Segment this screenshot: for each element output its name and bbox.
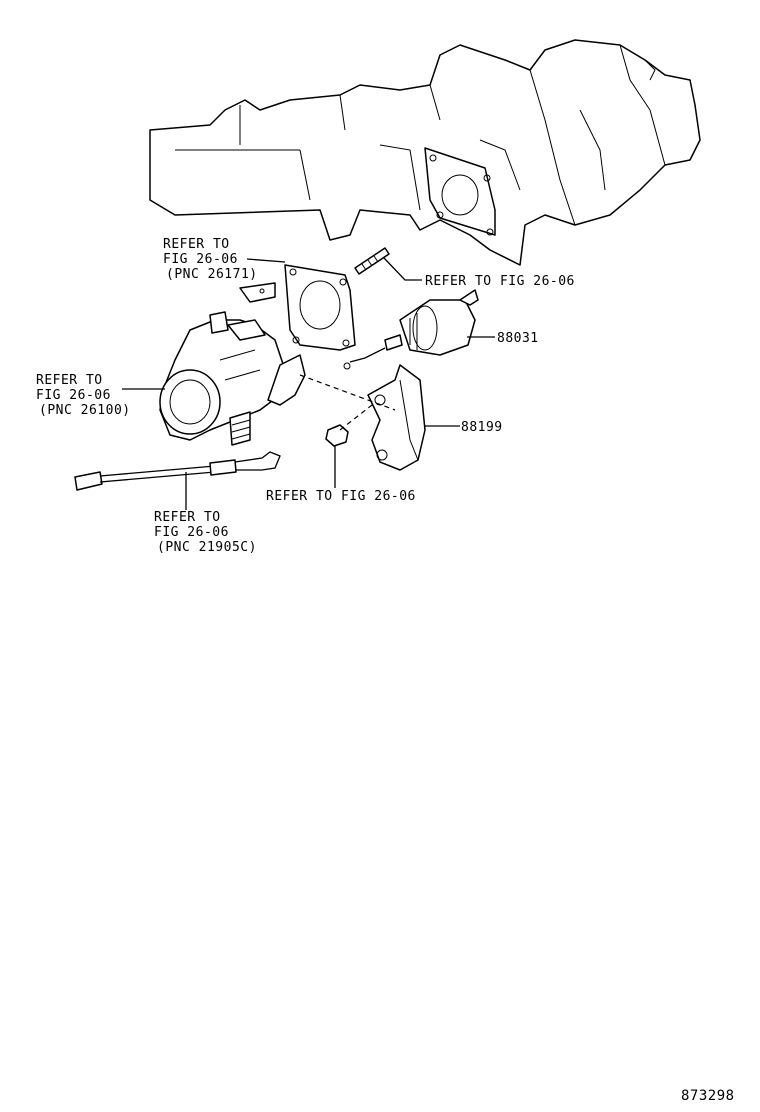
throttle-opener-actuator [343, 289, 479, 370]
gasket-ref-line1: REFER TO [163, 237, 230, 252]
part-88031-label: 88031 [497, 331, 539, 346]
throttle-body [159, 282, 306, 446]
leader-gasket [246, 258, 286, 263]
leader-stud [383, 257, 422, 281]
bracket [367, 364, 426, 471]
part-88199-label: 88199 [461, 420, 503, 435]
cable-ref-line2: FIG 26-06 [154, 525, 229, 540]
cable-ref-line1: REFER TO [154, 510, 221, 525]
throttle-ref-line3: (PNC 26100) [39, 403, 131, 418]
nut-ref-label: REFER TO FIG 26-06 [266, 489, 416, 504]
gasket-ref-line2: FIG 26-06 [163, 252, 238, 267]
throttle-ref-line2: FIG 26-06 [36, 388, 111, 403]
cable-ref-line3: (PNC 21905C) [157, 540, 257, 555]
stud-bolt [354, 247, 390, 275]
nut [325, 424, 349, 447]
intake-manifold [149, 39, 701, 266]
assembly-line [339, 404, 373, 431]
gasket-ref-line3: (PNC 26171) [166, 267, 258, 282]
throttle-ref-line1: REFER TO [36, 373, 103, 388]
figure-number: 873298 [681, 1088, 735, 1104]
gasket [284, 264, 356, 351]
assembly-line [299, 374, 396, 411]
throttle-cable [74, 451, 281, 491]
stud-ref-label: REFER TO FIG 26-06 [425, 274, 575, 289]
